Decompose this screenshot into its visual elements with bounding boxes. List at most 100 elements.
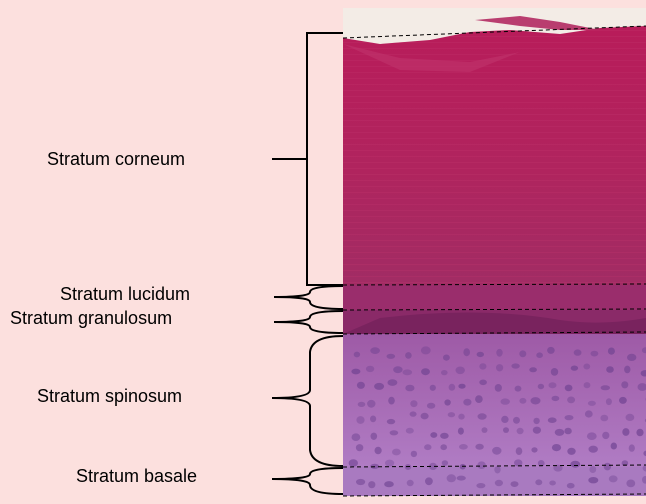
nucleus — [536, 352, 543, 358]
brace-basale — [272, 468, 343, 494]
nucleus — [410, 400, 417, 407]
label-stratum-granulosum: Stratum granulosum — [10, 308, 172, 328]
nucleus — [354, 352, 360, 358]
nucleus — [477, 461, 486, 469]
nucleus — [564, 428, 571, 435]
nucleus — [567, 448, 575, 455]
nucleus — [370, 347, 380, 354]
nucleus — [356, 479, 365, 485]
lucidum-tissue — [343, 285, 646, 310]
nucleus — [608, 348, 615, 355]
nucleus — [549, 481, 556, 486]
nucleus — [626, 480, 635, 488]
nucleus — [375, 447, 382, 454]
nucleus — [388, 397, 395, 405]
brace-corneum — [272, 33, 343, 285]
nucleus — [619, 397, 627, 404]
nucleus — [531, 447, 537, 452]
nucleus — [392, 449, 401, 456]
brace-lucidum — [274, 286, 343, 309]
nucleus — [458, 428, 464, 435]
nucleus — [358, 402, 366, 407]
nucleus — [427, 403, 435, 409]
nucleus — [458, 414, 464, 420]
nucleus — [606, 398, 612, 405]
nucleus — [459, 444, 468, 450]
nucleus — [387, 419, 395, 424]
nucleus — [606, 366, 614, 373]
nucleus — [551, 368, 558, 376]
nucleus — [601, 385, 610, 390]
nucleus — [629, 444, 635, 451]
nucleus — [405, 385, 414, 392]
nucleus — [444, 399, 450, 405]
nucleus — [351, 369, 360, 375]
nucleus — [430, 432, 437, 438]
micrograph-image — [343, 8, 646, 496]
nucleus — [458, 384, 465, 389]
label-stratum-basale: Stratum basale — [76, 466, 197, 486]
nucleus — [587, 432, 597, 440]
nucleus — [531, 397, 541, 404]
nucleus — [622, 428, 629, 436]
nucleus — [627, 354, 636, 361]
nucleus — [370, 416, 376, 423]
nucleus — [494, 466, 500, 473]
nucleus — [368, 481, 375, 488]
nucleus — [421, 368, 430, 375]
nucleus — [406, 428, 414, 434]
label-stratum-spinosum: Stratum spinosum — [37, 386, 182, 406]
nucleus — [367, 400, 375, 408]
nucleus — [477, 352, 484, 357]
nucleus — [447, 474, 456, 482]
nucleus — [475, 444, 483, 450]
nucleus — [463, 348, 470, 356]
nucleus — [393, 366, 402, 373]
nucleus — [443, 355, 450, 361]
nucleus — [570, 461, 580, 468]
nucleus — [555, 429, 565, 436]
nucleus — [387, 354, 396, 359]
nucleus — [503, 427, 509, 433]
nucleus — [621, 381, 628, 388]
nucleus — [384, 481, 394, 487]
nucleus — [585, 410, 593, 417]
nucleus — [552, 444, 561, 451]
nucleus — [517, 428, 524, 434]
nucleus — [411, 451, 417, 457]
nucleus — [513, 417, 520, 424]
nucleus — [552, 396, 560, 401]
nucleus — [519, 398, 526, 404]
nucleus — [356, 416, 364, 424]
nucleus — [511, 363, 519, 368]
nucleus — [479, 380, 487, 386]
nucleus — [352, 433, 361, 441]
nucleus — [533, 427, 541, 434]
nucleus — [374, 383, 384, 390]
nucleus — [511, 481, 519, 487]
nucleus — [549, 382, 557, 388]
nucleus — [388, 379, 398, 386]
nucleus — [515, 386, 522, 392]
nucleus — [611, 443, 617, 450]
brace-brackets — [272, 33, 343, 494]
label-stratum-lucidum: Stratum lucidum — [60, 284, 190, 304]
nucleus — [567, 397, 575, 404]
nucleus — [602, 432, 609, 439]
nucleus — [463, 399, 471, 406]
brace-granulosum — [274, 311, 343, 333]
nucleus — [479, 363, 486, 369]
nucleus — [496, 349, 502, 357]
nucleus — [357, 382, 365, 389]
nucleus — [588, 477, 598, 483]
nucleus — [533, 418, 539, 424]
nucleus — [565, 385, 573, 392]
nucleus — [456, 367, 465, 375]
nucleus — [624, 366, 630, 374]
nucleus — [584, 382, 591, 388]
nucleus — [441, 370, 448, 375]
nucleus — [403, 369, 413, 375]
nucleus — [609, 475, 618, 482]
label-stratum-corneum: Stratum corneum — [47, 149, 185, 169]
